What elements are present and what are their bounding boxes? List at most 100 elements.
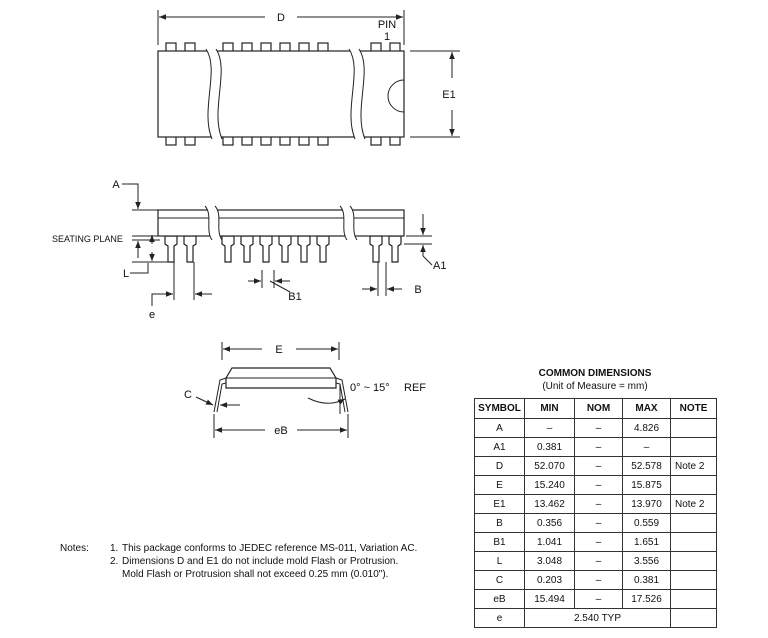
- note-text: Mold Flash or Protrusion shall not excee…: [122, 569, 389, 580]
- cell-symbol: D: [474, 456, 525, 476]
- label-d: D: [277, 12, 285, 24]
- cell-symbol: E: [474, 475, 525, 495]
- label-seating-plane: SEATING PLANE: [52, 234, 123, 244]
- lead: [240, 235, 254, 263]
- lead: [164, 235, 178, 263]
- cell-min: 15.494: [524, 589, 575, 609]
- cell-nom: –: [574, 475, 623, 495]
- cell-note: [670, 570, 717, 590]
- lead: [183, 235, 197, 263]
- table-header-row: SYMBOL MIN NOM MAX NOTE: [474, 398, 717, 419]
- cell-min: 0.381: [524, 437, 575, 457]
- pin1-notch: [387, 79, 405, 113]
- cell-symbol: A1: [474, 437, 525, 457]
- label-pin: PIN: [378, 19, 396, 31]
- notes-heading: Notes:: [60, 543, 89, 554]
- cell-max: 15.875: [622, 475, 671, 495]
- cell-symbol: e: [474, 608, 525, 628]
- end-lead-left: [213, 377, 227, 413]
- cell-max: 0.381: [622, 570, 671, 590]
- dimensions-subtitle: (Unit of Measure = mm): [542, 381, 648, 392]
- cell-min: 1.041: [524, 532, 575, 552]
- cell-nom: –: [574, 570, 623, 590]
- break-gap-left: [206, 49, 222, 139]
- cell-max: 3.556: [622, 551, 671, 571]
- cell-typ-value: 2.540 TYP: [524, 608, 671, 628]
- top-view: D PIN 1 E1: [157, 10, 460, 146]
- end-lead-right: [335, 377, 349, 413]
- side-view-body: [157, 209, 405, 237]
- side-view-leads: [164, 235, 402, 263]
- cell-nom: –: [574, 418, 623, 438]
- lead: [369, 235, 383, 263]
- header-note: NOTE: [670, 398, 717, 419]
- cell-max: 0.559: [622, 513, 671, 533]
- cell-symbol: eB: [474, 589, 525, 609]
- header-symbol: SYMBOL: [474, 398, 525, 419]
- lead: [297, 235, 311, 263]
- side-view: A SEATING PLANE L A1 e B1: [52, 179, 446, 321]
- lead: [259, 235, 273, 263]
- lead: [221, 235, 235, 263]
- top-view-body: [157, 50, 405, 138]
- cell-max: 1.651: [622, 532, 671, 552]
- label-b: B: [414, 284, 421, 296]
- cell-nom: –: [574, 513, 623, 533]
- note-item: Mold Flash or Protrusion shall not excee…: [110, 568, 460, 581]
- cell-min: 0.203: [524, 570, 575, 590]
- cell-max: –: [622, 437, 671, 457]
- label-l: L: [123, 268, 129, 280]
- label-a: A: [112, 179, 120, 191]
- cell-note: [670, 608, 717, 628]
- cell-min: 13.462: [524, 494, 575, 514]
- note-text: This package conforms to JEDEC reference…: [122, 543, 418, 554]
- table-row: A––4.826: [474, 418, 717, 438]
- note-text: Dimensions D and E1 do not include mold …: [122, 556, 399, 567]
- cell-min: 15.240: [524, 475, 575, 495]
- cell-symbol: L: [474, 551, 525, 571]
- note-number: 1.: [110, 543, 119, 554]
- label-eb: eB: [274, 425, 287, 437]
- header-nom: NOM: [574, 398, 623, 419]
- end-view: E C 0° ~ 15° REF eB: [184, 342, 426, 438]
- cell-symbol: B: [474, 513, 525, 533]
- label-angle: 0° ~ 15°: [350, 382, 390, 394]
- cell-min: 52.070: [524, 456, 575, 476]
- label-pin-number: 1: [384, 31, 390, 43]
- cell-note: Note 2: [670, 494, 717, 514]
- cell-note: [670, 418, 717, 438]
- cell-note: [670, 513, 717, 533]
- cell-max: 17.526: [622, 589, 671, 609]
- label-angle-ref: REF: [404, 382, 426, 394]
- common-dimensions: COMMON DIMENSIONS (Unit of Measure = mm)…: [474, 367, 717, 628]
- cell-max: 4.826: [622, 418, 671, 438]
- note-number: 2.: [110, 556, 119, 567]
- cell-symbol: B1: [474, 532, 525, 552]
- cell-note: [670, 532, 717, 552]
- label-a1: A1: [433, 260, 446, 272]
- cell-symbol: A: [474, 418, 525, 438]
- cell-min: –: [524, 418, 575, 438]
- cell-note: [670, 551, 717, 571]
- label-e-width: E: [275, 344, 282, 356]
- label-e-pitch: e: [149, 309, 155, 321]
- cell-symbol: C: [474, 570, 525, 590]
- cell-note: [670, 437, 717, 457]
- note-item: 1. This package conforms to JEDEC refere…: [110, 542, 460, 555]
- label-c: C: [184, 389, 192, 401]
- cell-max: 52.578: [622, 456, 671, 476]
- cell-note: [670, 475, 717, 495]
- cell-min: 3.048: [524, 551, 575, 571]
- lead: [388, 235, 402, 263]
- cell-nom: –: [574, 551, 623, 571]
- note-item: 2. Dimensions D and E1 do not include mo…: [110, 555, 460, 568]
